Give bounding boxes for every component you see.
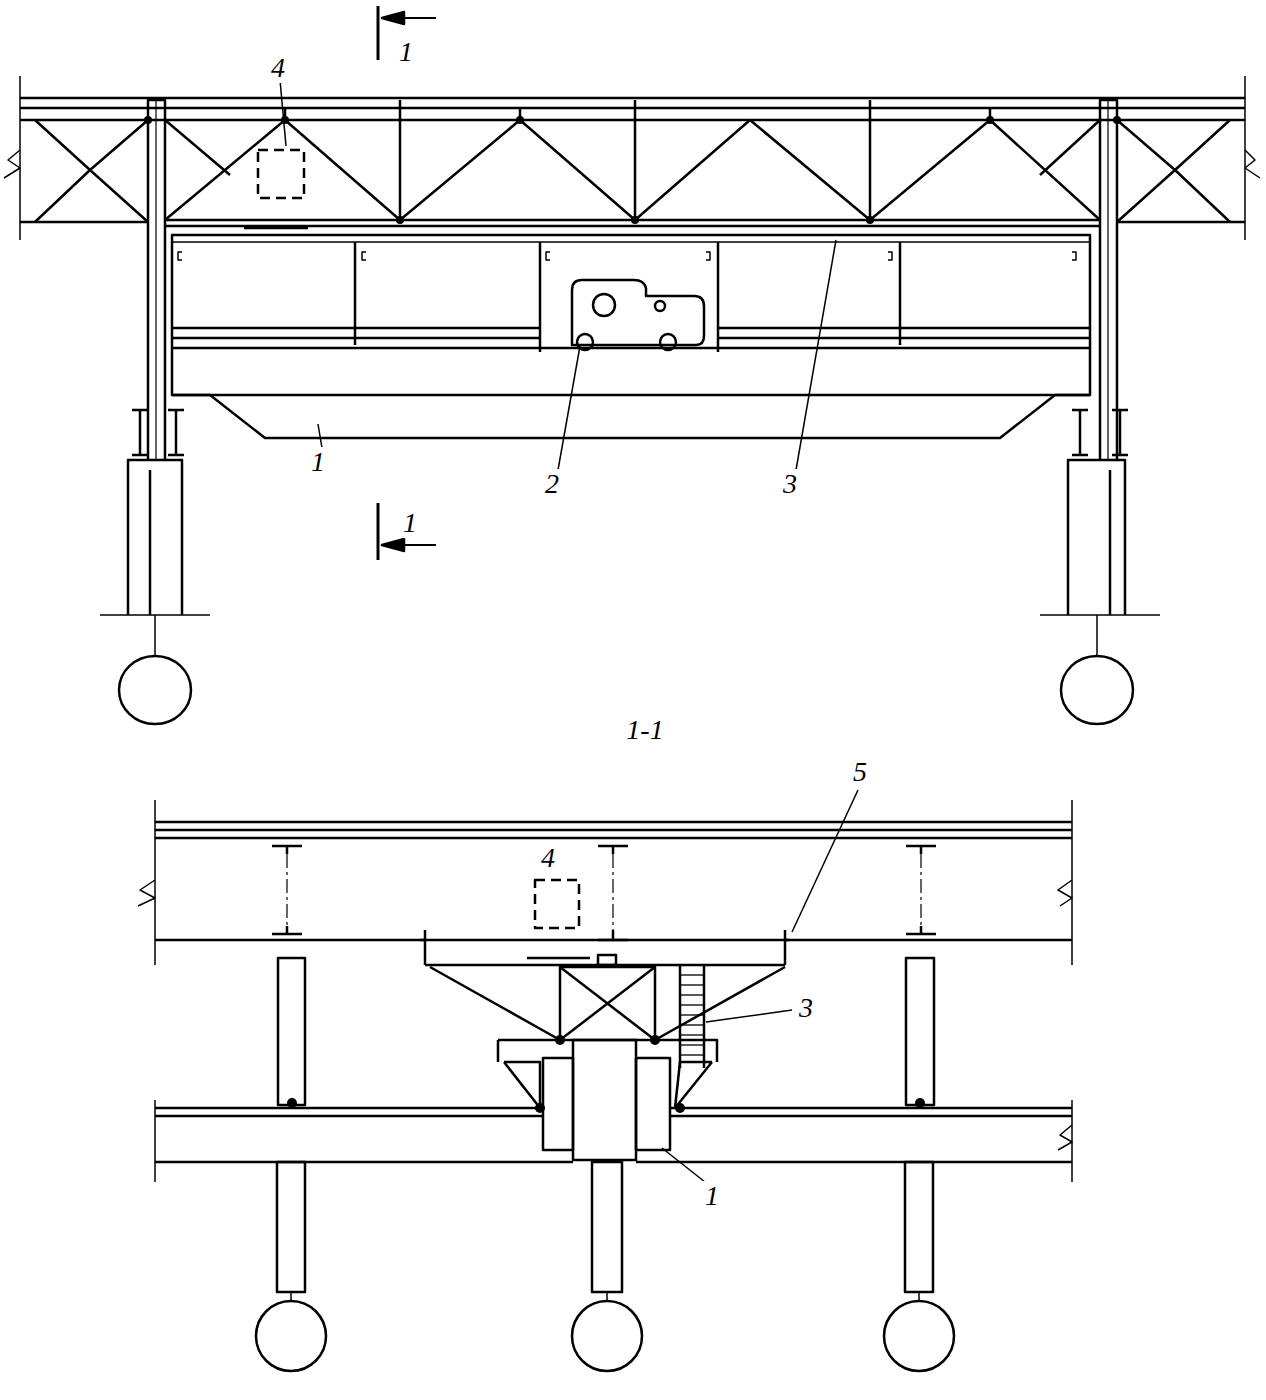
section-mark: 1 bbox=[397, 37, 415, 67]
callout-number: 2 bbox=[543, 469, 561, 499]
callout-number: 5 bbox=[851, 757, 869, 787]
callout-number: 1 bbox=[703, 1181, 721, 1211]
callout-number: 3 bbox=[797, 993, 815, 1023]
callout-number: 3 bbox=[781, 469, 799, 499]
section-title: 1-1 bbox=[624, 715, 665, 745]
callout-number: 1 bbox=[309, 447, 327, 477]
callout-number: 4 bbox=[539, 843, 557, 873]
callout-number: 4 bbox=[269, 53, 287, 83]
section-mark: 1 bbox=[401, 508, 419, 538]
